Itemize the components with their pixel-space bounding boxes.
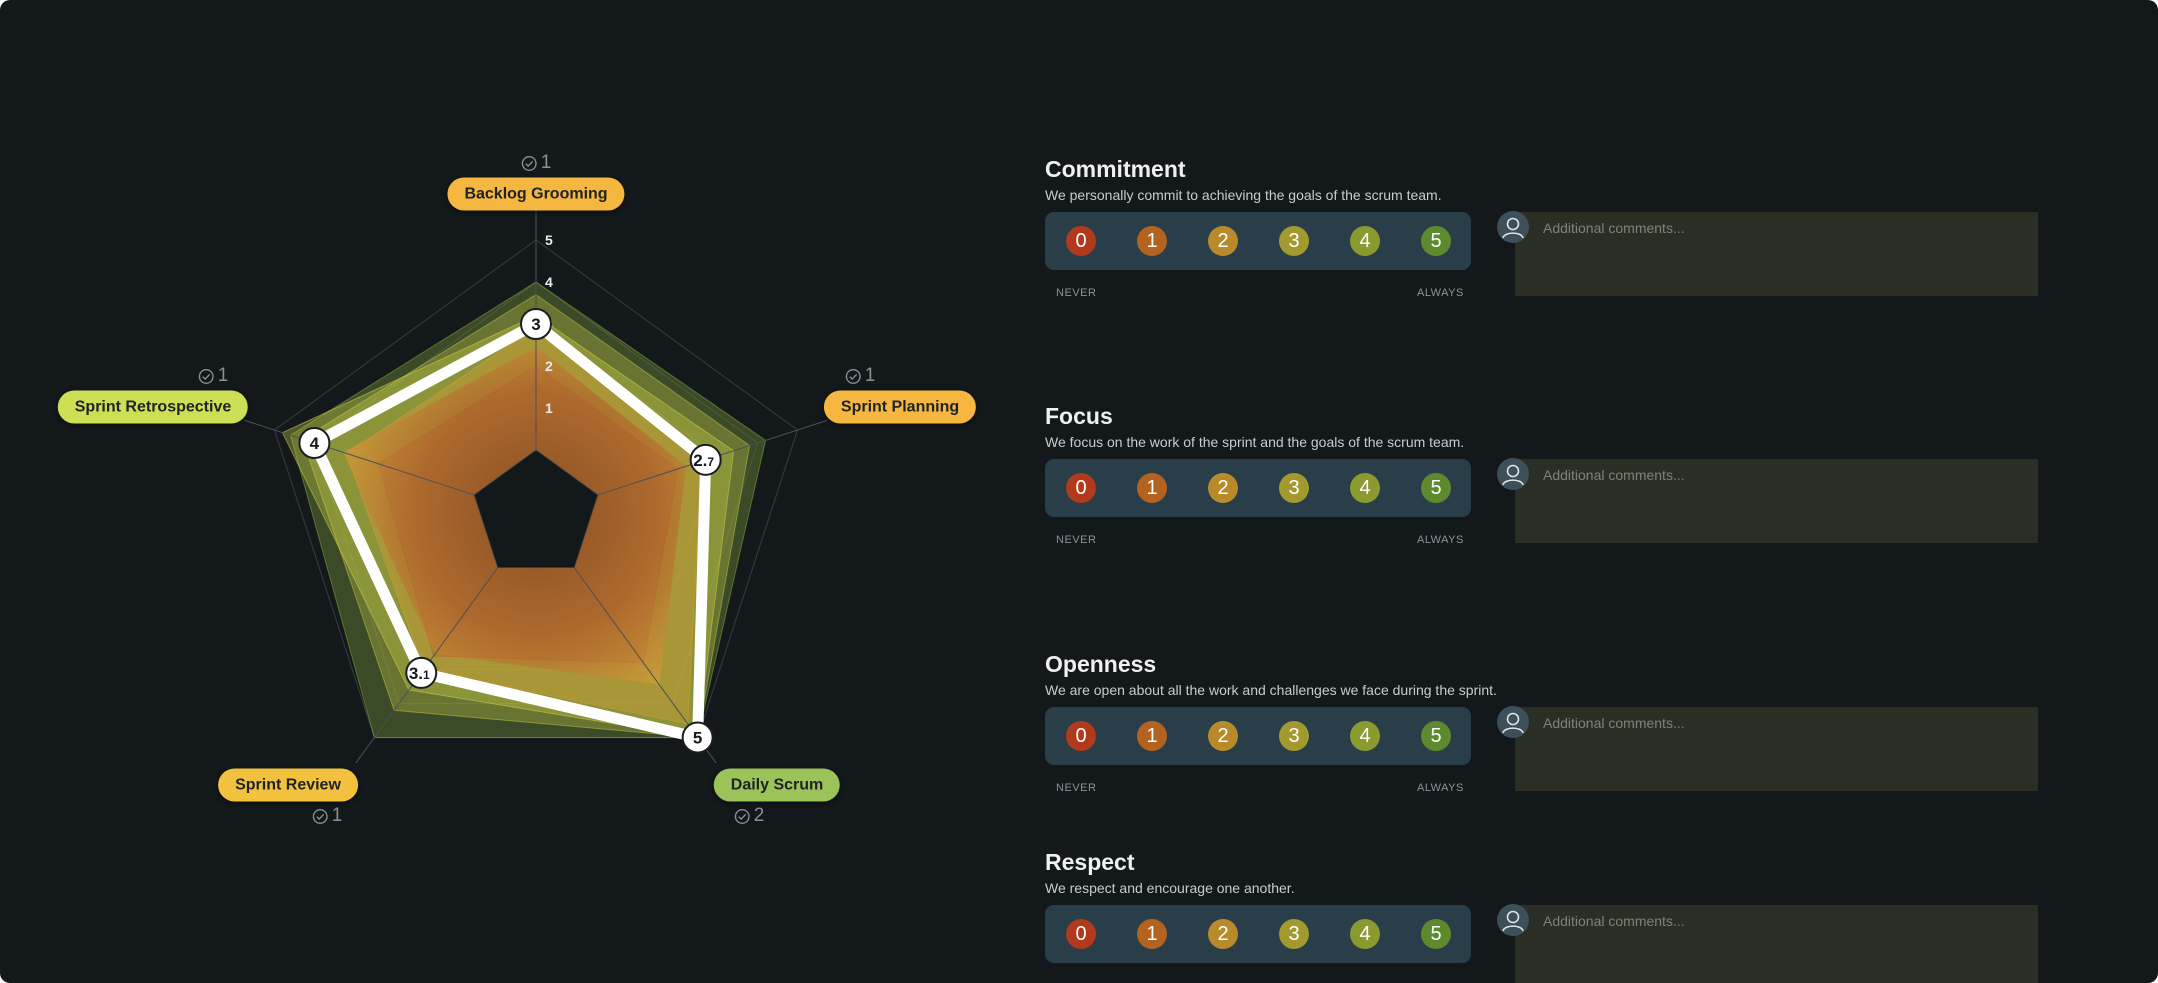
score-button-4[interactable]: 4 — [1350, 721, 1380, 751]
axis-spoke — [244, 419, 475, 496]
response-count-value: 1 — [217, 365, 229, 386]
tick-label: 5 — [545, 232, 553, 248]
axis-label-sprint-retrospective[interactable]: Sprint Retrospective — [57, 390, 249, 424]
score-button-0[interactable]: 0 — [1066, 226, 1096, 256]
value-point — [298, 426, 331, 459]
user-avatar-icon — [1497, 458, 1529, 490]
tick-label: 2 — [545, 358, 553, 374]
rating-scale: 0 1 2 3 4 5 — [1045, 905, 1471, 963]
comment-field[interactable] — [1515, 707, 2038, 791]
score-button-4[interactable]: 4 — [1350, 919, 1380, 949]
tick-label: 4 — [545, 274, 553, 290]
radar-chart: 1234532.753.14 — [244, 208, 828, 764]
score-button-4[interactable]: 4 — [1350, 473, 1380, 503]
rating-scale: 0 1 2 3 4 5 — [1045, 212, 1471, 270]
question-commitment: Commitment We personally commit to achie… — [1045, 155, 2045, 299]
user-avatar-icon — [1497, 706, 1529, 738]
check-circle-icon — [845, 368, 861, 384]
comment-field[interactable] — [1515, 212, 2038, 296]
response-count: 2 — [734, 805, 765, 827]
response-count-value: 1 — [331, 805, 343, 826]
score-button-5[interactable]: 5 — [1421, 473, 1451, 503]
response-count-value: 1 — [540, 152, 552, 173]
tick-label: 1 — [545, 400, 553, 416]
response-count: 1 — [198, 365, 229, 387]
question-openness: Openness We are open about all the work … — [1045, 650, 2045, 794]
scale-min-label: NEVER — [1056, 782, 1097, 794]
score-button-1[interactable]: 1 — [1137, 473, 1167, 503]
score-button-0[interactable]: 0 — [1066, 919, 1096, 949]
response-count: 1 — [845, 365, 876, 387]
score-button-1[interactable]: 1 — [1137, 919, 1167, 949]
comment-field[interactable] — [1515, 459, 2038, 543]
value-label: 3.1 — [409, 664, 430, 683]
chart-core — [473, 449, 599, 568]
value-label: 5 — [693, 728, 702, 747]
score-button-4[interactable]: 4 — [1350, 226, 1380, 256]
question-respect: Respect We respect and encourage one ano… — [1045, 848, 2045, 983]
rating-scale: 0 1 2 3 4 5 — [1045, 459, 1471, 517]
response-count: 1 — [312, 805, 343, 827]
axis-label-sprint-review[interactable]: Sprint Review — [218, 768, 358, 802]
average-line — [308, 318, 712, 743]
check-circle-icon — [521, 155, 537, 171]
score-button-2[interactable]: 2 — [1208, 721, 1238, 751]
value-label: 2.7 — [693, 451, 714, 470]
scale-min-label: NEVER — [1056, 287, 1097, 299]
score-button-5[interactable]: 5 — [1421, 226, 1451, 256]
scale-max-label: ALWAYS — [1417, 287, 1464, 299]
scale-max-label: ALWAYS — [1417, 782, 1464, 794]
score-button-2[interactable]: 2 — [1208, 919, 1238, 949]
value-label: 3 — [531, 315, 540, 334]
score-button-2[interactable]: 2 — [1208, 473, 1238, 503]
response-count-value: 2 — [753, 805, 765, 826]
value-point — [520, 308, 552, 340]
score-button-3[interactable]: 3 — [1279, 721, 1309, 751]
question-description: We focus on the work of the sprint and t… — [1045, 434, 1465, 450]
question-description: We respect and encourage one another. — [1045, 880, 1295, 896]
comment-field[interactable] — [1515, 905, 2038, 983]
score-button-1[interactable]: 1 — [1137, 721, 1167, 751]
question-title: Respect — [1045, 849, 1135, 875]
value-point — [405, 656, 438, 689]
score-button-3[interactable]: 3 — [1279, 919, 1309, 949]
question-focus: Focus We focus on the work of the sprint… — [1045, 402, 2045, 546]
score-button-5[interactable]: 5 — [1421, 721, 1451, 751]
check-circle-icon — [312, 808, 328, 824]
scale-min-label: NEVER — [1056, 534, 1097, 546]
score-button-5[interactable]: 5 — [1421, 919, 1451, 949]
value-point — [689, 443, 722, 476]
scale-max-label: ALWAYS — [1417, 534, 1464, 546]
check-circle-icon — [734, 808, 750, 824]
score-button-1[interactable]: 1 — [1137, 226, 1167, 256]
axis-label-sprint-planning[interactable]: Sprint Planning — [823, 390, 977, 424]
user-avatar-icon — [1497, 211, 1529, 243]
score-button-0[interactable]: 0 — [1066, 721, 1096, 751]
score-button-2[interactable]: 2 — [1208, 226, 1238, 256]
axis-label-daily-scrum[interactable]: Daily Scrum — [713, 768, 841, 802]
radar-chart-panel: 1234532.753.14 Backlog Grooming Sprint P… — [0, 0, 1050, 983]
rating-scale: 0 1 2 3 4 5 — [1045, 707, 1471, 765]
response-count-value: 1 — [864, 365, 876, 386]
question-title: Focus — [1045, 403, 1113, 429]
question-description: We are open about all the work and chall… — [1045, 682, 1497, 698]
value-point — [681, 721, 714, 754]
user-avatar-icon — [1497, 904, 1529, 936]
value-label: 4 — [310, 434, 320, 453]
score-button-0[interactable]: 0 — [1066, 473, 1096, 503]
score-button-3[interactable]: 3 — [1279, 473, 1309, 503]
question-title: Openness — [1045, 651, 1157, 677]
response-count: 1 — [521, 152, 552, 174]
question-title: Commitment — [1045, 156, 1186, 182]
axis-label-backlog-grooming[interactable]: Backlog Grooming — [447, 177, 625, 211]
check-circle-icon — [198, 368, 214, 384]
score-button-3[interactable]: 3 — [1279, 226, 1309, 256]
question-description: We personally commit to achieving the go… — [1045, 187, 1442, 203]
